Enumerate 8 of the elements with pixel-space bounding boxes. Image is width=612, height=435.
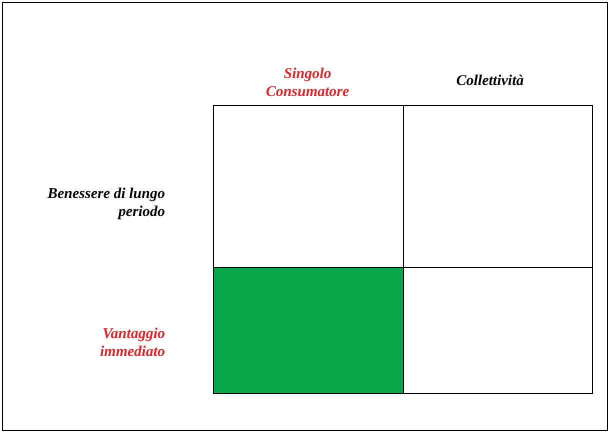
matrix-cell	[213, 267, 404, 394]
row-header: Benessere di lungo periodo	[46, 185, 165, 221]
column-header: Singolo Consumatore	[264, 65, 350, 101]
matrix-cell	[403, 267, 593, 394]
matrix-cell	[403, 105, 593, 268]
row-header: Vantaggio immediato	[99, 325, 165, 361]
matrix-cell	[213, 105, 404, 268]
column-header: Collettività	[455, 72, 525, 90]
